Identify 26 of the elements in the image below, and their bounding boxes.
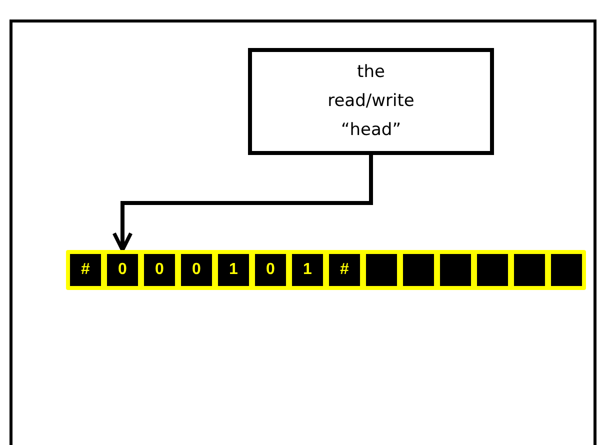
tape-cell	[144, 254, 175, 286]
tape-cell	[70, 254, 101, 286]
tape-cell	[255, 254, 286, 286]
box-label: the read/write “head”	[326, 61, 416, 142]
tape-cell	[440, 254, 471, 286]
cell-symbol: #	[81, 261, 90, 279]
tape-cell	[403, 254, 434, 286]
arrow	[112, 155, 373, 252]
cell-symbol: 0	[118, 261, 127, 279]
cell-symbol: 0	[266, 261, 275, 279]
cell-symbol: 1	[229, 261, 238, 279]
tape-cell	[366, 254, 397, 286]
tape-strip	[66, 250, 586, 290]
tape-cell	[514, 254, 545, 286]
cell-symbol: #	[340, 261, 349, 279]
tape-cell	[181, 254, 212, 286]
cell-symbol: 0	[192, 261, 201, 279]
tape-cell	[551, 254, 582, 286]
tape-cell	[292, 254, 323, 286]
tape-cell	[107, 254, 138, 286]
tape-cell	[218, 254, 249, 286]
cell-symbol: 0	[155, 261, 164, 279]
cell-symbol: 1	[303, 261, 312, 279]
tape-cell	[329, 254, 360, 286]
tape-cell	[477, 254, 508, 286]
process-box	[248, 48, 494, 155]
